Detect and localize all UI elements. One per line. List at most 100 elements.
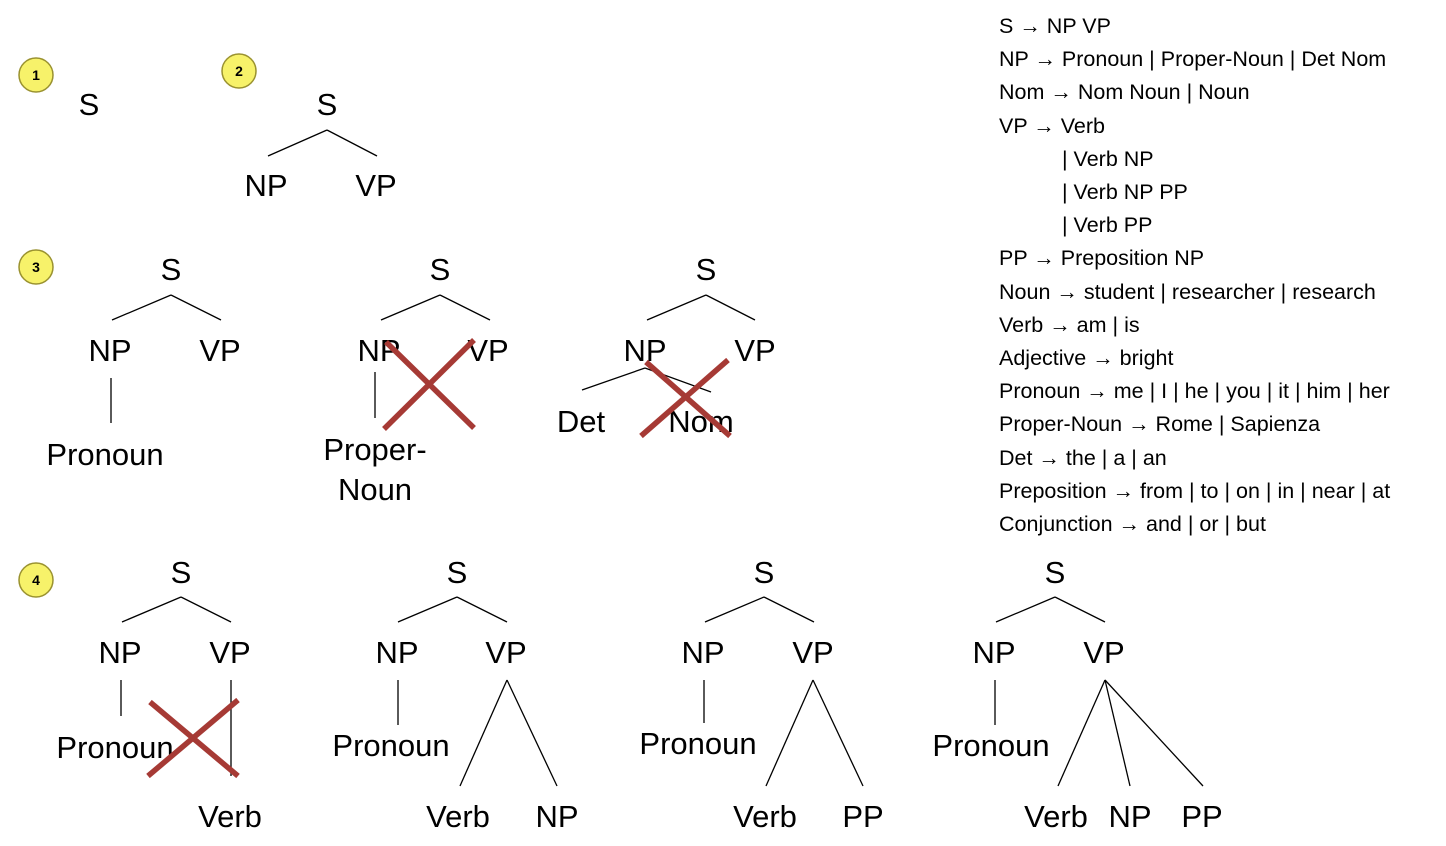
tree-node-Proper-: Proper-: [323, 432, 426, 467]
tree-node-VP: VP: [734, 333, 775, 368]
step-badge: 2: [221, 53, 257, 89]
tree-edge: [459, 679, 508, 787]
tree-edge: [812, 679, 864, 787]
tree-node-NP: NP: [88, 333, 131, 368]
tree-node-VP: VP: [209, 635, 250, 670]
cross-stroke: [644, 359, 732, 439]
grammar-rule-continuation: | Verb NP PP: [1062, 180, 1188, 205]
step-badge: 4: [18, 562, 54, 598]
tree-node-Det: Det: [557, 404, 606, 439]
tree-edge: [704, 596, 765, 623]
badge-number: 1: [32, 67, 40, 83]
badge-number: 2: [235, 63, 243, 79]
grammar-rule-continuation: | Verb PP: [1062, 213, 1153, 238]
tree-node-VP: VP: [355, 168, 396, 203]
tree: S NP VP Pronoun Verb: [56, 555, 262, 834]
tree: S: [79, 87, 100, 122]
tree-node-VP: VP: [199, 333, 240, 368]
tree-edge: [1054, 596, 1106, 623]
rejected-cross: [639, 357, 732, 439]
grammar-rule: PP → Preposition NP: [999, 246, 1205, 271]
tree-node-VP: VP: [485, 635, 526, 670]
step-4: 4 S NP VP Pronoun Verb S NP VP: [18, 555, 1223, 834]
tree-edge: [456, 596, 508, 623]
tree-node-NP: NP: [1108, 799, 1151, 834]
grammar-rule: Pronoun → me | I | he | you | it | him |…: [999, 379, 1390, 404]
tree-edge: [506, 679, 558, 787]
tree: S NP VP Det Nom: [557, 252, 776, 439]
tree-edge: [111, 294, 172, 321]
tree: S NP VP Pronoun Verb NP: [332, 555, 578, 834]
tree: S NP VP Pronoun: [46, 252, 240, 472]
tree-edge: [765, 679, 814, 787]
tree-edge: [1104, 679, 1204, 787]
tree-node-S: S: [1045, 555, 1066, 590]
tree-node-Verb: Verb: [1024, 799, 1088, 834]
grammar-rule: Adjective → bright: [999, 346, 1174, 371]
tree-node-Noun: Noun: [338, 472, 412, 507]
tree-edge: [326, 129, 378, 157]
tree-node-Verb: Verb: [198, 799, 262, 834]
tree-edge: [581, 367, 646, 391]
tree-node-NP: NP: [244, 168, 287, 203]
rejected-cross: [382, 338, 476, 431]
tree-node-S: S: [317, 87, 338, 122]
grammar-rule-continuation: | Verb NP: [1062, 146, 1154, 171]
tree-node-PP: PP: [1181, 799, 1222, 834]
tree-edge: [180, 596, 232, 623]
tree-edge: [121, 596, 182, 623]
grammar-rule: Proper-Noun → Rome | Sapienza: [999, 412, 1321, 437]
tree-node-Pronoun: Pronoun: [932, 728, 1049, 763]
tree-edge: [705, 294, 756, 321]
step-2: 2 S NP VP: [221, 53, 397, 203]
tree-edge: [995, 596, 1056, 623]
tree-node-VP: VP: [467, 333, 508, 368]
tree-node-NP: NP: [535, 799, 578, 834]
cross-stroke: [146, 697, 240, 779]
cross-stroke: [382, 338, 476, 431]
tree-edge: [170, 294, 222, 321]
tree-edge: [380, 294, 441, 321]
badge-circle: [221, 53, 257, 89]
tree-node-VP: VP: [792, 635, 833, 670]
step-3: 3 S NP VP Pronoun S NP VP Proper- Noun: [18, 249, 776, 507]
badge-circle: [18, 57, 54, 93]
tree-node-VP: VP: [1083, 635, 1124, 670]
tree: S NP VP: [244, 87, 396, 203]
tree-node-Pronoun: Pronoun: [56, 730, 173, 765]
tree-node-Verb: Verb: [733, 799, 797, 834]
tree-node-S: S: [161, 252, 182, 287]
grammar-rules: S → NP VP NP → Pronoun | Proper-Noun | D…: [999, 10, 1390, 541]
badge-circle: [18, 562, 54, 598]
tree-node-S: S: [754, 555, 775, 590]
badge-number: 4: [32, 572, 40, 588]
tree-node-Pronoun: Pronoun: [332, 728, 449, 763]
tree-node-Pronoun: Pronoun: [639, 726, 756, 761]
tree-node-NP: NP: [623, 333, 666, 368]
grammar-rule: VP → Verb: [999, 113, 1105, 138]
tree: S NP VP Pronoun Verb PP: [639, 555, 883, 834]
tree-node-Verb: Verb: [426, 799, 490, 834]
tree-node-S: S: [171, 555, 192, 590]
tree-edge: [397, 596, 458, 623]
step-badge: 3: [18, 249, 54, 285]
tree-node-PP: PP: [842, 799, 883, 834]
step-badge: 1: [18, 57, 54, 93]
tree-edge: [267, 129, 328, 157]
grammar-rule: Conjunction → and | or | but: [999, 512, 1266, 537]
grammar-rule: Preposition → from | to | on | in | near…: [999, 478, 1391, 503]
tree-edge: [1057, 679, 1106, 787]
grammar-rule: Noun → student | researcher | research: [999, 279, 1376, 304]
tree: S NP VP Proper- Noun: [323, 252, 508, 507]
tree-node-NP: NP: [98, 635, 141, 670]
tree-node-S: S: [79, 87, 100, 122]
badge-circle: [18, 249, 54, 285]
grammar-rule: Nom → Nom Noun | Noun: [999, 80, 1250, 105]
grammar-rule: Det → the | a | an: [999, 445, 1167, 470]
tree-node-NP: NP: [972, 635, 1015, 670]
tree-edge: [439, 294, 491, 321]
tree-node-S: S: [696, 252, 717, 287]
tree-node-S: S: [430, 252, 451, 287]
step-1: 1 S: [18, 57, 100, 122]
